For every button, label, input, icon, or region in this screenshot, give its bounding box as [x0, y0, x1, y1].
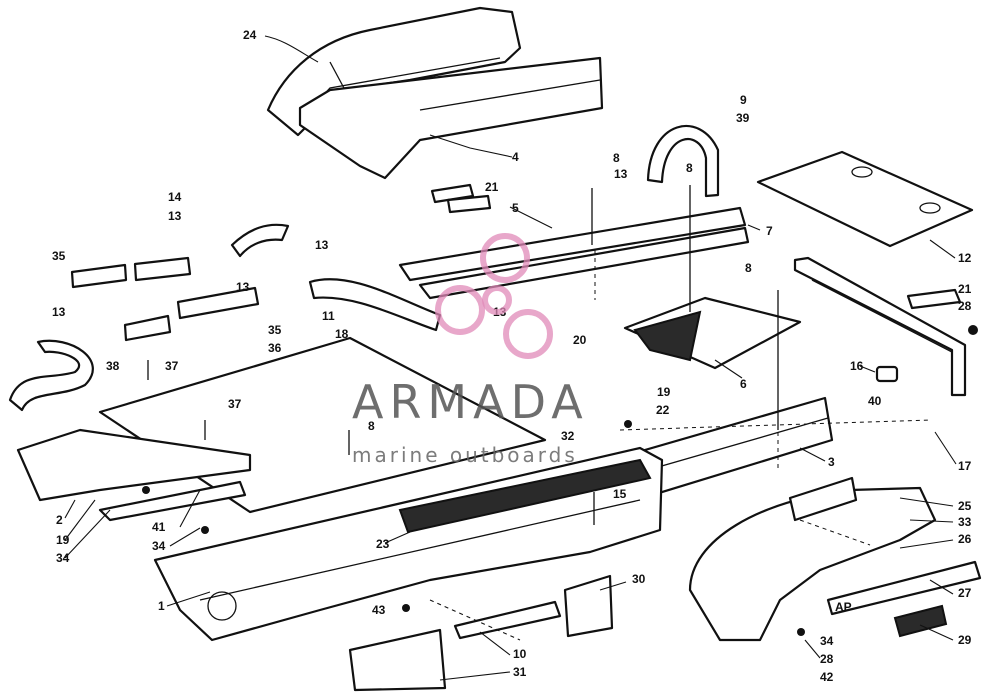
callout-21-top: 21 [485, 180, 499, 194]
callout-3: 3 [828, 455, 835, 469]
callout-14: 14 [168, 190, 182, 204]
callout-21-right: 21 [958, 282, 972, 296]
watermark-logo [435, 233, 553, 359]
callout-43: 43 [372, 603, 386, 617]
callout-19-mid: 19 [657, 385, 671, 399]
tray-part-6 [623, 296, 802, 370]
bumper-part-25 [788, 476, 858, 522]
callout-6: 6 [740, 377, 747, 391]
decal-text: AP [835, 600, 852, 614]
callout-13-b: 13 [168, 209, 182, 223]
callout-13-d: 13 [236, 280, 250, 294]
callout-22: 22 [656, 403, 670, 417]
callout-16: 16 [850, 359, 864, 373]
callout-13-c: 13 [315, 238, 329, 252]
callout-42: 42 [820, 670, 834, 684]
callout-24: 24 [243, 28, 257, 42]
watermark: ARMADA marine outboards [352, 233, 589, 467]
callout-41: 41 [152, 520, 166, 534]
callout-30: 30 [632, 572, 646, 586]
callout-23: 23 [376, 537, 390, 551]
callout-37-top: 37 [165, 359, 179, 373]
cover-plate-part-12 [756, 150, 974, 248]
callout-32: 32 [561, 429, 575, 443]
upper-panel-part-4 [298, 56, 604, 180]
callout-37-bottom: 37 [228, 397, 242, 411]
callout-15: 15 [613, 487, 627, 501]
callout-4: 4 [512, 150, 519, 164]
callout-8-mid: 8 [686, 161, 693, 175]
callout-40: 40 [868, 394, 882, 408]
callout-27: 27 [958, 586, 972, 600]
callout-13-a: 13 [614, 167, 628, 181]
callout-34-right: 34 [820, 634, 834, 648]
callout-9: 9 [740, 93, 747, 107]
callout-34-left: 34 [56, 551, 70, 565]
callout-2: 2 [56, 513, 63, 527]
callout-28-right: 28 [958, 299, 972, 313]
callout-8-right: 8 [745, 261, 752, 275]
left-support-part-2 [16, 428, 252, 522]
side-rail-part-16 [793, 256, 967, 397]
callout-19-left: 19 [56, 533, 70, 547]
callout-29: 29 [958, 633, 972, 647]
callout-18: 18 [335, 327, 349, 341]
decal-part-27 [826, 560, 982, 638]
watermark-title: ARMADA [352, 375, 589, 429]
alignment-lines [429, 250, 931, 641]
leader-lines [64, 35, 957, 681]
callout-10: 10 [513, 647, 527, 661]
callout-20: 20 [573, 333, 587, 347]
callout-34-mid: 34 [152, 539, 166, 553]
callout-11: 11 [322, 309, 335, 323]
handle-part-9 [646, 124, 720, 198]
hoses [8, 223, 442, 412]
callout-35-a: 35 [52, 249, 66, 263]
callout-38: 38 [106, 359, 120, 373]
callout-28-bottom: 28 [820, 652, 834, 666]
fasteners [142, 183, 978, 636]
callout-39: 39 [736, 111, 750, 125]
callout-7: 7 [766, 224, 773, 238]
callout-35-b: 35 [268, 323, 282, 337]
watermark-subtitle: marine outboards [352, 443, 578, 467]
grille-part-23 [398, 458, 652, 534]
callout-26: 26 [958, 532, 972, 546]
brackets-part-30-31 [348, 574, 614, 692]
callout-8-left: 8 [368, 419, 375, 433]
callout-25: 25 [958, 499, 972, 513]
callout-17: 17 [958, 459, 972, 473]
callout-12: 12 [958, 251, 972, 265]
callout-36: 36 [268, 341, 282, 355]
rail-part-5 [398, 206, 750, 300]
callout-33: 33 [958, 515, 972, 529]
callout-13-e: 13 [52, 305, 66, 319]
callout-31: 31 [513, 665, 527, 679]
callout-1: 1 [158, 599, 165, 613]
callout-8-top: 8 [613, 151, 620, 165]
callout-5: 5 [512, 201, 519, 215]
